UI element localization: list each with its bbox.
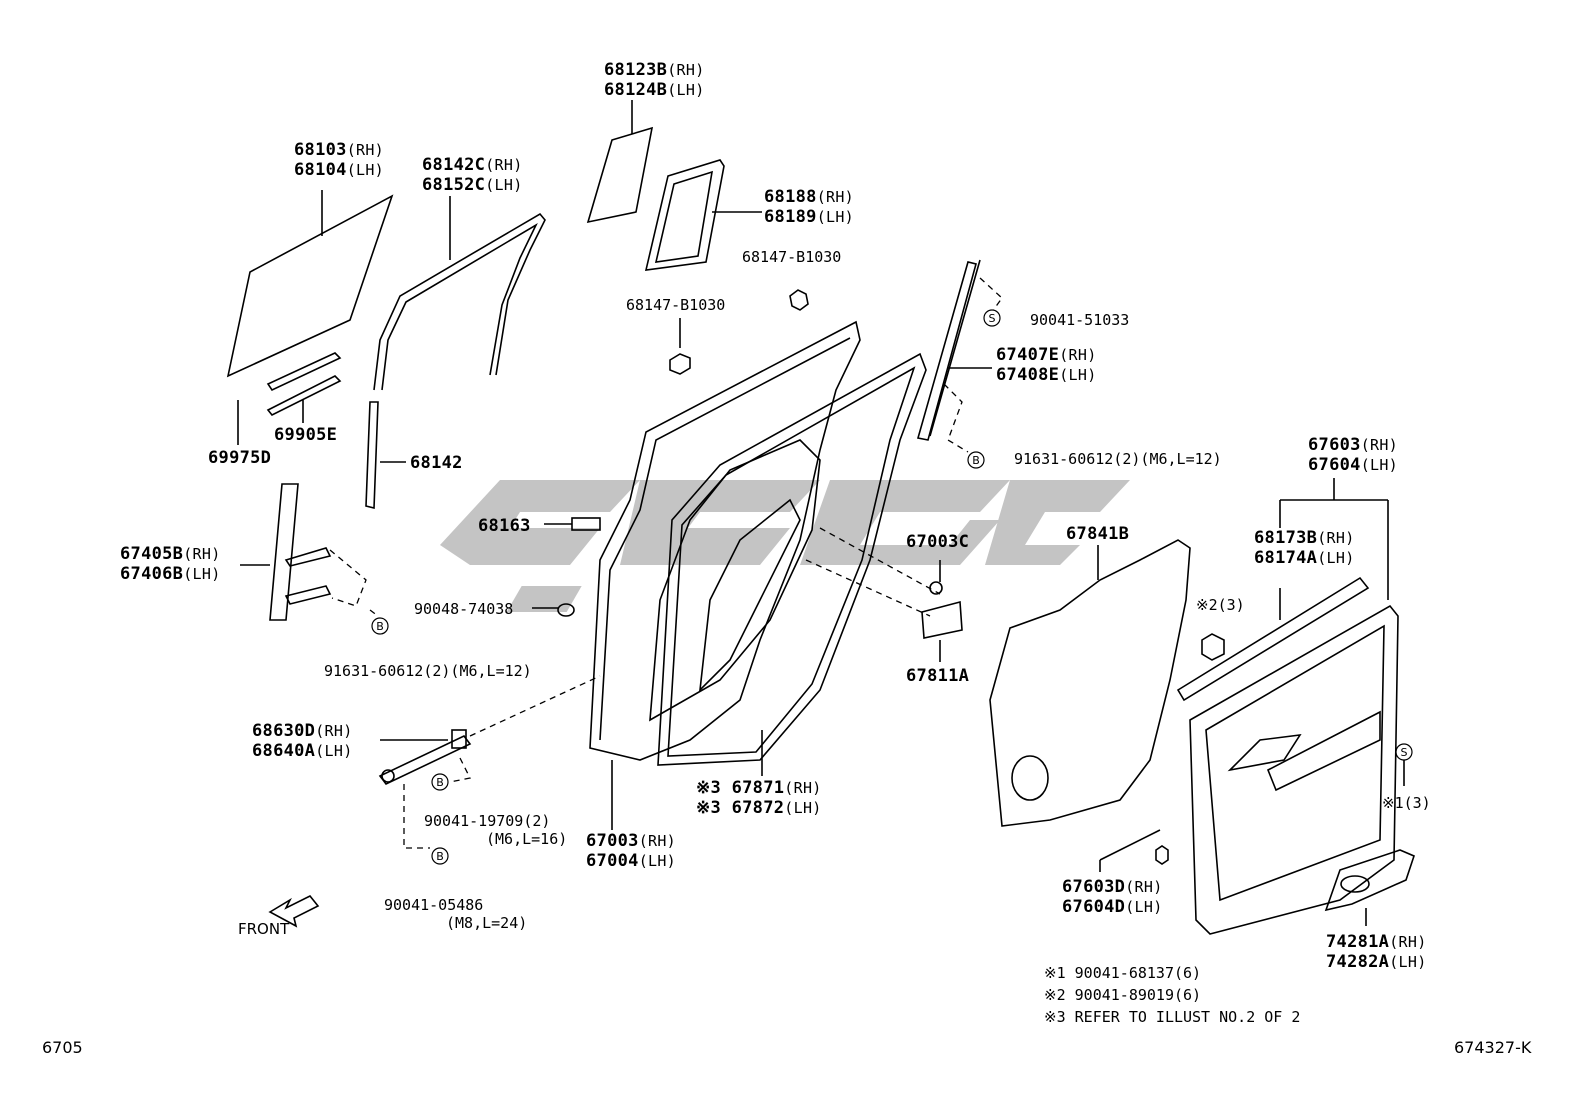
s-mark: S — [989, 312, 996, 325]
part-label-67871: ※3 67871(RH)※3 67872(LH) — [696, 778, 822, 818]
part-label-67407e: 67407E(RH)67408E(LH) — [996, 345, 1097, 385]
part-label-69975d: 69975D — [208, 448, 272, 468]
part-label-91631-60612: 91631-60612(2)(M6,L=12) — [1014, 450, 1222, 468]
watermark-logo — [440, 480, 1130, 612]
part-label-68142c: 68142C(RH)68152C(LH) — [422, 155, 523, 195]
part-label-90041-05486: 90041-05486(M8,L=24) — [384, 896, 528, 932]
b-mark: B — [376, 620, 384, 633]
part-label-68147-b1030: 68147-B1030 — [742, 248, 842, 266]
footnote-1: ※1 90041-68137(6) — [1044, 964, 1202, 982]
illustration-code: 674327-K — [1454, 1038, 1532, 1057]
part-label-67841b: 67841B — [1066, 524, 1130, 544]
part-label-68173b: 68173B(RH)68174A(LH) — [1254, 528, 1355, 568]
part-label-67405b: 67405B(RH)67406B(LH) — [120, 544, 221, 584]
part-label-90041-51033: 90041-51033 — [1030, 311, 1130, 329]
b-mark: B — [436, 850, 444, 863]
part-label-67003c: 67003C — [906, 532, 970, 552]
footnotes: ※1 90041-68137(6) ※2 90041-89019(6) ※3 R… — [1044, 962, 1300, 1028]
footnote-2: ※2 90041-89019(6) — [1044, 986, 1202, 1004]
part-label-68123b: 68123B(RH)68124B(LH) — [604, 60, 705, 100]
clip-note-x2: ※2(3) — [1196, 596, 1245, 614]
part-label-67603: 67603(RH)67604(LH) — [1308, 435, 1399, 475]
part-label-68142: 68142 — [410, 453, 463, 473]
part-label-69905e: 69905E — [274, 425, 338, 445]
part-label-68188: 68188(RH)68189(LH) — [764, 187, 855, 227]
part-label-91631-60612: 91631-60612(2)(M6,L=12) — [324, 662, 532, 680]
part-label-67603d: 67603D(RH)67604D(LH) — [1062, 877, 1163, 917]
part-label-90048-74038: 90048-74038 — [414, 600, 514, 618]
part-label-68147-b1030: 68147-B1030 — [626, 296, 726, 314]
front-label: FRONT — [238, 920, 290, 938]
part-label-90041-19709: 90041-19709(2)(M6,L=16) — [424, 812, 568, 848]
clip-note-x1: ※1(3) — [1382, 794, 1431, 812]
part-label-68630d: 68630D(RH)68640A(LH) — [252, 721, 353, 761]
part-label-67003: 67003(RH)67004(LH) — [586, 831, 677, 871]
s-mark: S — [1401, 746, 1408, 759]
part-label-68163: 68163 — [478, 516, 531, 536]
part-label-67811a: 67811A — [906, 666, 970, 686]
footnote-3: ※3 REFER TO ILLUST NO.2 OF 2 — [1044, 1008, 1301, 1026]
b-mark: B — [436, 776, 444, 789]
part-label-68103: 68103(RH)68104(LH) — [294, 140, 385, 180]
page-code: 6705 — [42, 1038, 83, 1057]
part-label-74281a: 74281A(RH)74282A(LH) — [1326, 932, 1427, 972]
door-glass-shape — [226, 194, 394, 378]
b-mark: B — [972, 454, 980, 467]
